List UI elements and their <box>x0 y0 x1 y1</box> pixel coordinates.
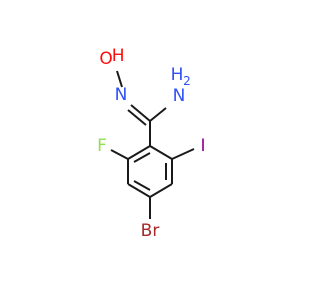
bond-c-n-oxime-2 <box>127 109 147 126</box>
atom-nitrogen-oxime-label: N <box>115 85 128 105</box>
molecule-canvas: OH N H 2 N F I Br <box>97 46 206 241</box>
bond-c6-c1 <box>127 145 151 160</box>
bond-c4-c5-inner <box>133 180 151 191</box>
bond-c-n-oxime <box>130 104 151 122</box>
oxygen-symbol: O <box>99 49 112 69</box>
atom-iodine-label: I <box>200 136 205 156</box>
atom-nitrogen-amide-label: N <box>173 86 186 106</box>
bond-c4-c5 <box>127 183 151 198</box>
atom-nitrogen-amide-h-label: H <box>171 65 184 85</box>
atom-bromine-label: Br <box>141 221 160 241</box>
bond-c6-c1-inner <box>133 152 151 163</box>
bond-c-nh2 <box>149 107 167 122</box>
bond-n-o <box>116 70 123 88</box>
atom-oxygen-label: OH <box>99 46 124 69</box>
bond-c2-iodine <box>171 148 195 160</box>
benzene-ring <box>127 145 173 198</box>
bond-c3-c4 <box>149 183 173 198</box>
molecule-structure: OH N H 2 N F I Br <box>97 46 205 241</box>
oxygen-hydrogen: H <box>112 46 125 66</box>
atom-nitrogen-amide-subscript: 2 <box>183 74 191 88</box>
bond-c6-fluorine <box>110 149 129 160</box>
bond-c1-c2 <box>149 145 173 160</box>
atom-fluorine-label: F <box>97 136 107 156</box>
